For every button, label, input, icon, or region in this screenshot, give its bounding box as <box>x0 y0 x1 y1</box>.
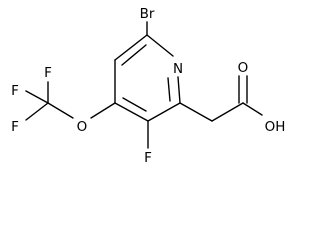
bond-n1-c2-inner <box>167 77 171 102</box>
bond-cf3-f-left-bottom <box>25 102 49 121</box>
structure-diagram: Br N O OH O F F F F <box>11 6 286 166</box>
carbonyl-oxygen-label: O <box>238 60 249 76</box>
ether-oxygen-label: O <box>77 119 88 135</box>
bond-c6-n1 <box>146 34 174 57</box>
bond-n1-c2 <box>177 76 181 104</box>
hydroxyl-label: OH <box>265 119 286 135</box>
bond-o-cf3 <box>47 102 74 119</box>
bond-c5-c6-inner <box>121 44 147 66</box>
bond-c-oh <box>242 102 263 116</box>
molecule-drawing: Br N O OH O F F F F <box>11 6 286 166</box>
bond-ch2-cooh <box>211 102 244 122</box>
ring-fluorine-label: F <box>144 150 152 166</box>
bond-c2-ch2 <box>179 102 213 122</box>
cf3-fluorine-left-top-label: F <box>11 83 19 99</box>
bromine-label: Br <box>140 6 155 22</box>
cf3-fluorine-left-bottom-label: F <box>11 119 19 135</box>
bond-c2-c3 <box>147 102 181 122</box>
cf3-fluorine-top-label: F <box>44 65 52 81</box>
bond-c4-o <box>90 102 116 119</box>
bond-c5-c6 <box>114 34 148 61</box>
bond-c3-c4-inner <box>122 97 147 112</box>
bond-c3-c4 <box>114 102 149 122</box>
bond-cf3-f-left-top <box>25 90 49 104</box>
nitrogen-label: N <box>173 61 183 77</box>
